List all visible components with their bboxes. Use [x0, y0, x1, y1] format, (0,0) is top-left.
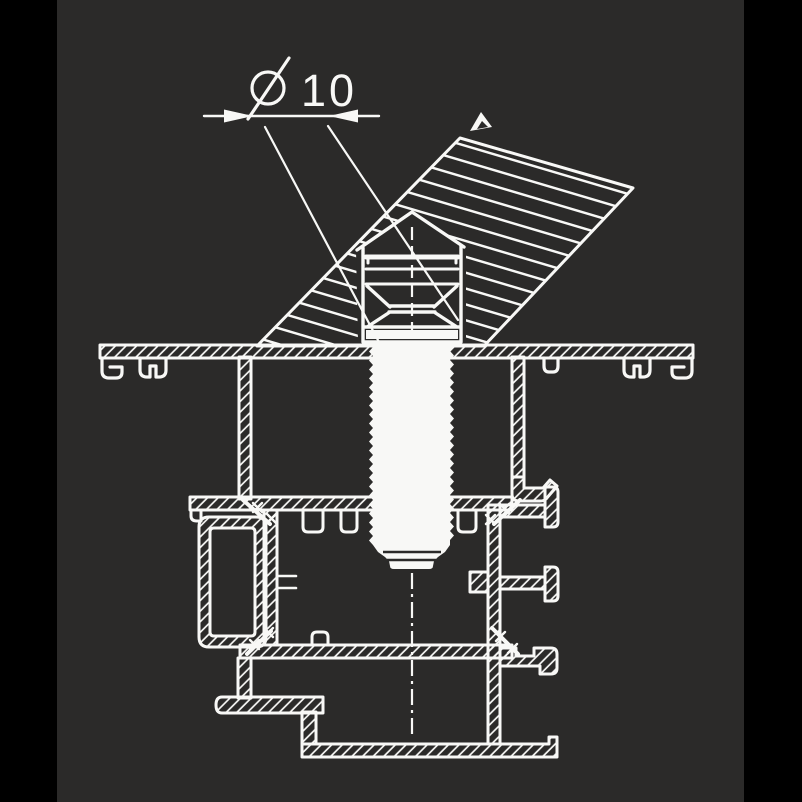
bottom-right-step-piece	[498, 646, 559, 676]
dimension-arrow-left	[224, 109, 253, 123]
left-foot-flange	[214, 695, 325, 715]
screw-boss-tab	[456, 508, 478, 534]
upper-right-wall	[510, 355, 526, 479]
bottom-bar	[300, 735, 559, 759]
lower-right-wall	[486, 503, 502, 746]
letterbox-right-bar	[744, 0, 802, 802]
lower-left-leg	[236, 656, 253, 700]
dimension-value: 10	[301, 65, 357, 116]
lower-top-bar	[188, 495, 514, 512]
top-profile-left-end-hook	[100, 356, 124, 380]
left-stub	[468, 570, 490, 594]
letterbox-left-bar	[0, 0, 57, 802]
leader-line-left	[263, 125, 382, 346]
t-stud-stem	[498, 575, 547, 591]
screw-boss-tab-up	[310, 630, 330, 647]
screw-tip-chamfer	[383, 550, 441, 562]
top-profile-right-tslot-hooks	[622, 356, 652, 379]
inner-rib	[275, 574, 298, 590]
screw-boss-tab	[301, 508, 325, 534]
top-profile-right-end-hook	[670, 356, 694, 380]
upper-left-wall	[237, 355, 253, 501]
top-profile-j-hook	[542, 356, 560, 374]
snap-joint-marks	[241, 498, 522, 656]
screw-boss-tab	[339, 508, 359, 534]
screw-thread	[369, 342, 454, 569]
dimension-arrow-right	[329, 109, 358, 123]
cavity-bottom-bar	[238, 643, 514, 660]
diameter-symbol-icon	[246, 56, 291, 121]
top-profile-left-tslot-hooks	[138, 356, 168, 379]
t-stud-head	[543, 565, 560, 603]
screw-head-cap	[355, 210, 466, 252]
lower-mid-leg	[300, 710, 318, 746]
leader-line-right	[326, 124, 460, 322]
diameter-dimension: 10	[202, 56, 460, 346]
rounded-channel	[197, 515, 268, 649]
t-stud-head	[543, 485, 560, 529]
